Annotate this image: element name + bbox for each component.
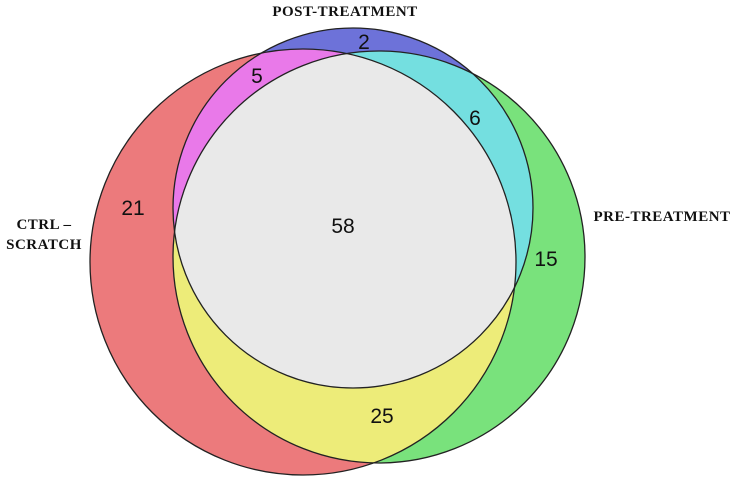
- venn-region-fills: [90, 28, 585, 475]
- set-labels: POST-TREATMENT CTRL – SCRATCH PRE-TREATM…: [6, 4, 730, 253]
- region-triple-overlap: [173, 51, 516, 388]
- count-ctrl-only: 21: [121, 197, 144, 220]
- count-labels: 2 5 6 21 58 15 25: [121, 31, 557, 428]
- circle-outlines: [89, 27, 586, 476]
- label-post-treatment: POST-TREATMENT: [272, 4, 417, 20]
- label-ctrl-scratch-line2: SCRATCH: [6, 237, 82, 253]
- label-ctrl-scratch-line1: CTRL –: [16, 217, 71, 233]
- outline-post-circle: [172, 27, 534, 389]
- count-post-only: 2: [358, 31, 370, 54]
- count-post-pre-overlap: 6: [469, 107, 481, 130]
- outline-ctrl-circle: [89, 48, 517, 476]
- count-ctrl-pre-overlap: 25: [370, 405, 393, 428]
- count-triple-overlap: 58: [331, 215, 354, 238]
- count-pre-only: 15: [534, 248, 557, 271]
- outline-pre-circle: [172, 50, 586, 464]
- count-ctrl-post-overlap: 5: [251, 65, 263, 88]
- label-pre-treatment: PRE-TREATMENT: [593, 209, 730, 225]
